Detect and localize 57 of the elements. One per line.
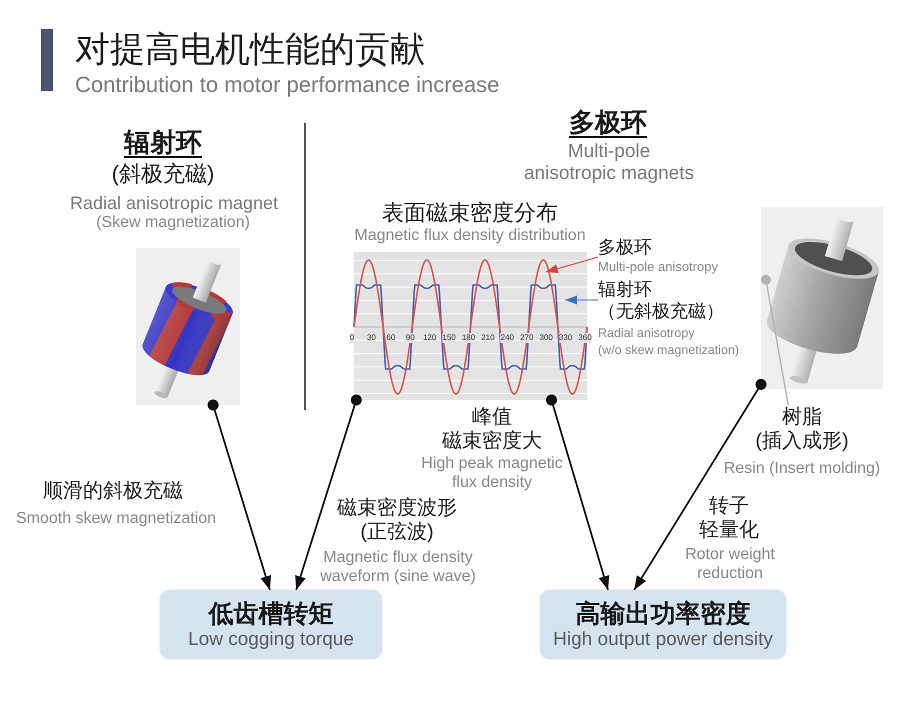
rotor-drawing — [136, 248, 240, 405]
annotation-title: 顺滑的斜极充磁 — [43, 479, 183, 503]
tick-label: 210 — [481, 333, 495, 343]
annotation-title: 轻量化 — [699, 518, 759, 542]
annotation-title: 树脂 — [782, 405, 822, 429]
annotation-subtitle: Magnetic flux density waveform (sine wave) — [319, 548, 477, 586]
annotation-title: 转子 — [709, 494, 749, 518]
tick-label: 330 — [558, 333, 572, 343]
box-subtitle: Low cogging torque — [188, 628, 354, 650]
callout-arrow — [546, 256, 598, 274]
tick-label: 0 — [350, 333, 354, 343]
column-subheading: (斜极充磁) — [112, 161, 214, 187]
tick-label: 120 — [422, 333, 436, 343]
column-heading: 辐射环 — [124, 127, 202, 157]
annotation-title: (正弦波) — [360, 520, 434, 544]
annotation-subtitle: Resin (Insert molding) — [724, 459, 880, 479]
annotation-subtitle: Rotor weight reduction — [684, 545, 776, 583]
tick-label: 300 — [539, 333, 553, 343]
callout-note: （无斜极充磁） — [598, 300, 724, 322]
annotation-subtitle: Smooth skew magnetization — [16, 509, 216, 528]
box-subtitle: High output power density — [553, 628, 773, 650]
chart-title: 表面磁束密度分布 — [382, 200, 558, 226]
leader-line — [760, 274, 789, 406]
box-title: 低齿槽转矩 — [208, 598, 334, 628]
callout-subtitle: (w/o skew magnetization) — [598, 342, 740, 359]
callout-title: 辐射环 — [598, 278, 652, 300]
annotation-title: 峰值 — [472, 405, 512, 429]
annotation-title: 磁束密度波形 — [337, 496, 457, 520]
arrow — [295, 394, 362, 590]
result-box — [540, 590, 786, 659]
title: 对提高电机性能的贡献 — [75, 29, 425, 71]
result-box — [160, 590, 382, 659]
tick-label: 240 — [500, 333, 514, 343]
callout-subtitle: Multi-pole anisotropy — [598, 258, 718, 276]
subtitle: Contribution to motor performance increase — [75, 71, 500, 99]
tick-label: 360 — [578, 333, 592, 343]
magnet-name: Radial anisotropic magnet — [70, 192, 278, 214]
tick-label: 150 — [442, 333, 456, 343]
chart-subtitle: Magnetic flux density distribution — [354, 226, 586, 246]
arrow — [208, 400, 272, 590]
tick-label: 30 — [366, 333, 376, 343]
arrow — [546, 394, 610, 590]
magnet-note: (Skew magnetization) — [96, 213, 250, 233]
rotor-drawing — [761, 207, 883, 389]
annotation-title: 磁束密度大 — [442, 429, 542, 453]
tick-label: 90 — [406, 333, 415, 343]
callout-subtitle: Radial anisotropy — [598, 325, 695, 342]
arrow — [633, 378, 766, 590]
annotation-title: (插入成形) — [755, 429, 849, 453]
callout-arrow — [565, 296, 598, 304]
column-heading: 多极环 — [569, 107, 647, 137]
annotation-subtitle: High peak magnetic flux density — [420, 454, 564, 492]
tick-label: 180 — [462, 333, 476, 343]
callout-title: 多极环 — [598, 236, 652, 258]
magnet-name: Multi-pole anisotropic magnets — [522, 141, 696, 185]
box-title: 高输出功率密度 — [576, 598, 750, 628]
tick-label: 270 — [520, 333, 534, 343]
